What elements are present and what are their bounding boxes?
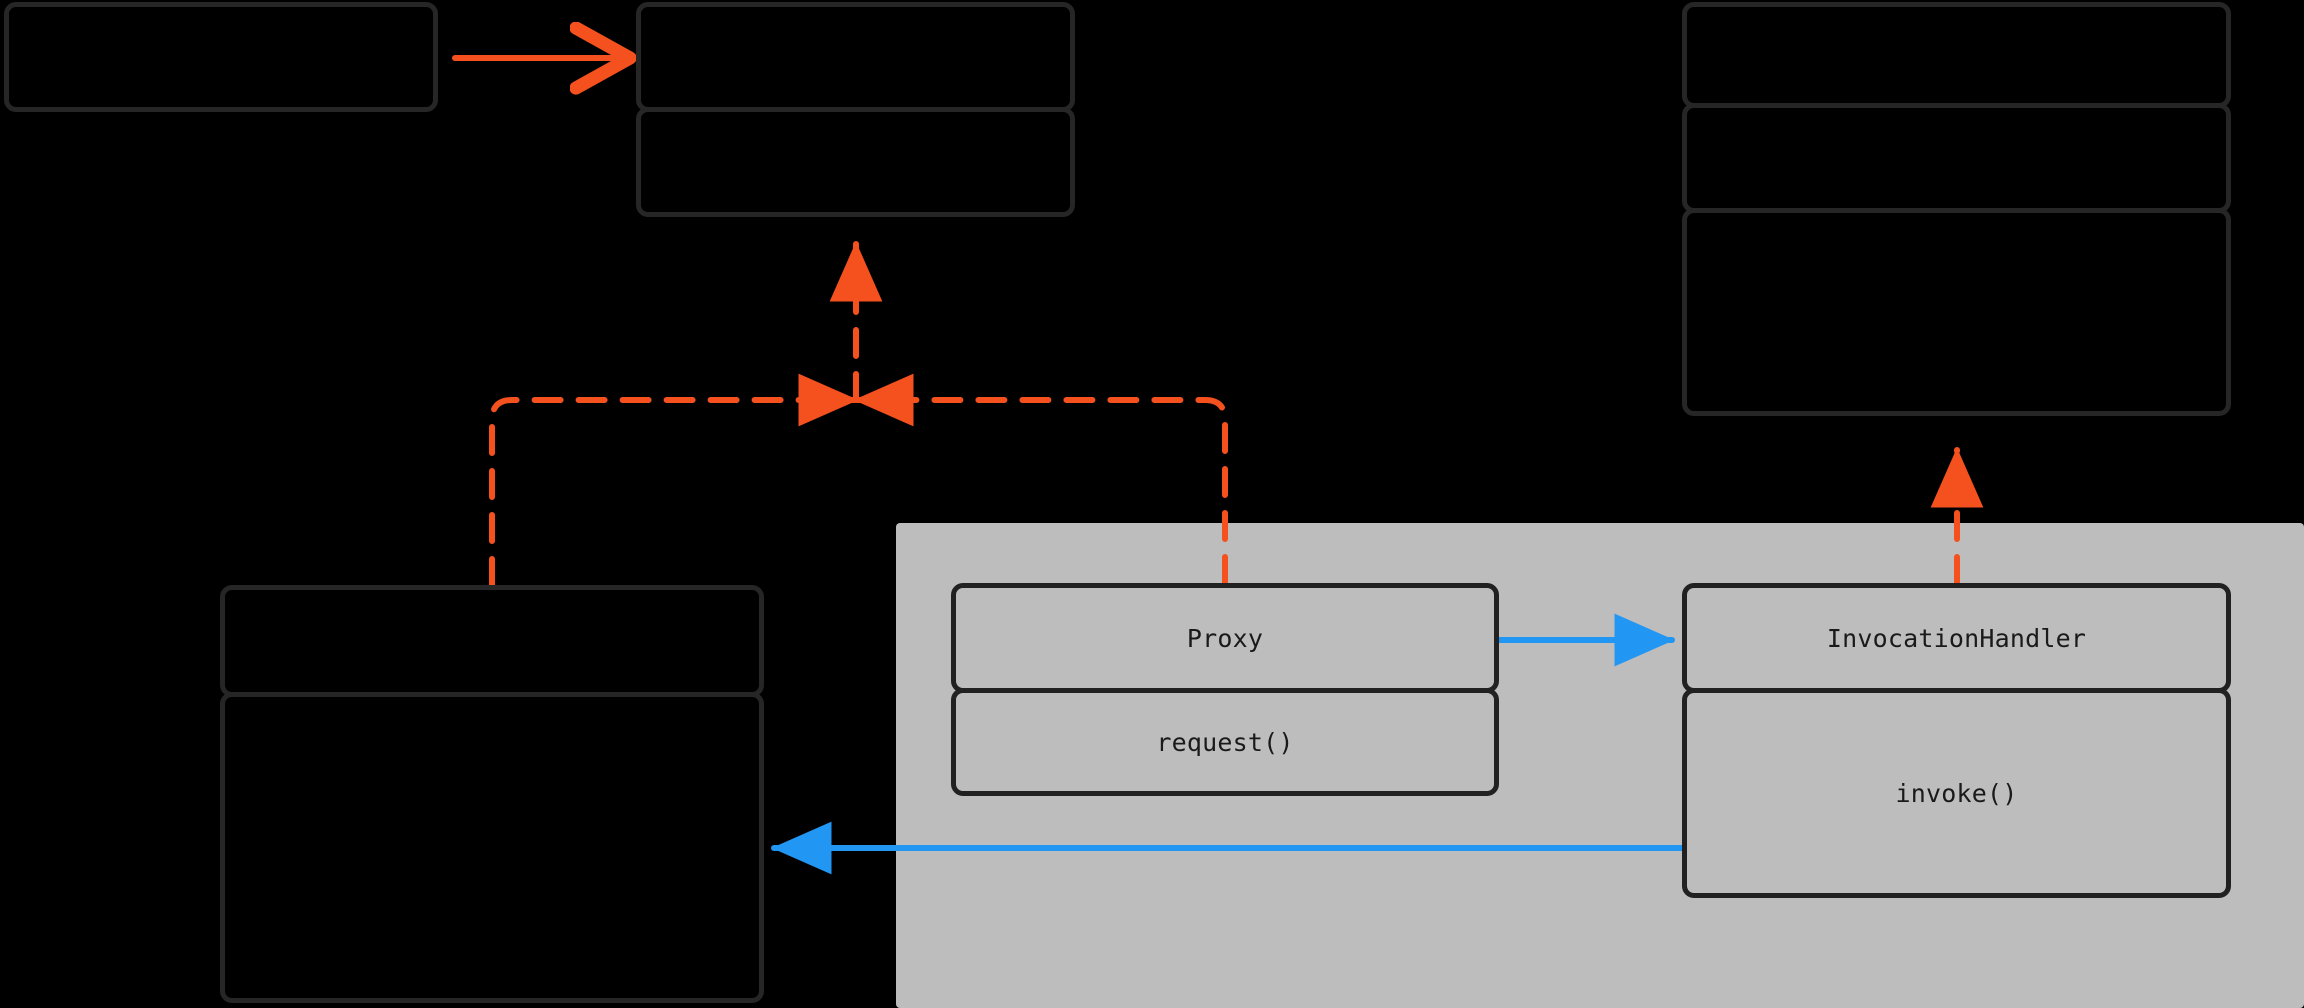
real-subject-operations [220, 692, 764, 1003]
real-subject-title [220, 585, 764, 697]
proxy-api-class-box[interactable] [1682, 2, 2231, 426]
client-title [4, 2, 438, 112]
proxy-api-operations [1682, 208, 2231, 416]
proxy-api-attributes [1682, 103, 2231, 213]
real-subject-class-box[interactable] [220, 585, 764, 1008]
proxy-api-title [1682, 2, 2231, 108]
invocation-handler-title: InvocationHandler [1682, 583, 2231, 693]
edge-real-subject-implements-subject [489, 373, 859, 588]
subject-title [636, 2, 1075, 112]
invocation-handler-operation-invoke: invoke() [1682, 688, 2231, 898]
subject-operations [636, 107, 1075, 217]
proxy-operation-request: request() [951, 688, 1499, 796]
proxy-title: Proxy [951, 583, 1499, 693]
subject-class-box[interactable] [636, 2, 1075, 222]
client-class-box[interactable] [4, 2, 438, 112]
